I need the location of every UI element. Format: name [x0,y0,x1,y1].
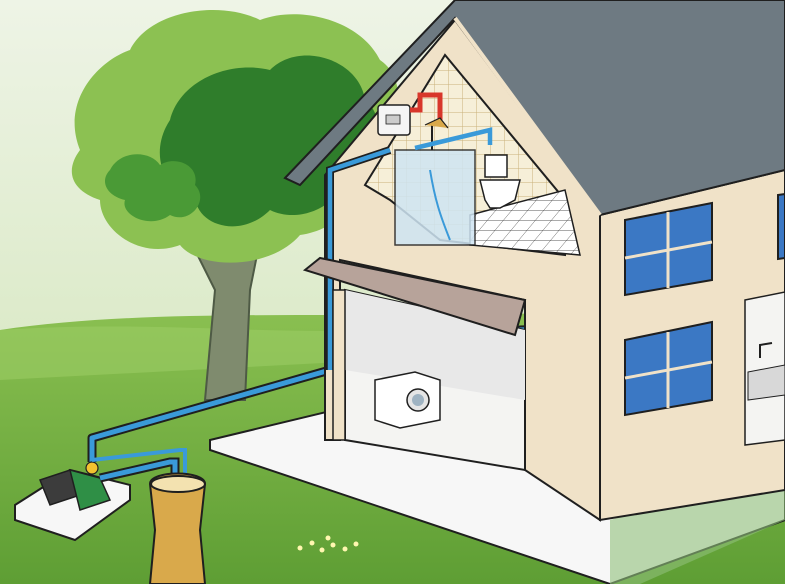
water-heater-icon [378,105,410,135]
upper-window [625,203,712,295]
garage-post [333,290,345,440]
washing-machine-icon [375,372,440,428]
borehole-well-icon [150,474,205,584]
kitchen-sink-icon [745,292,785,445]
upper-window-far [778,194,785,259]
